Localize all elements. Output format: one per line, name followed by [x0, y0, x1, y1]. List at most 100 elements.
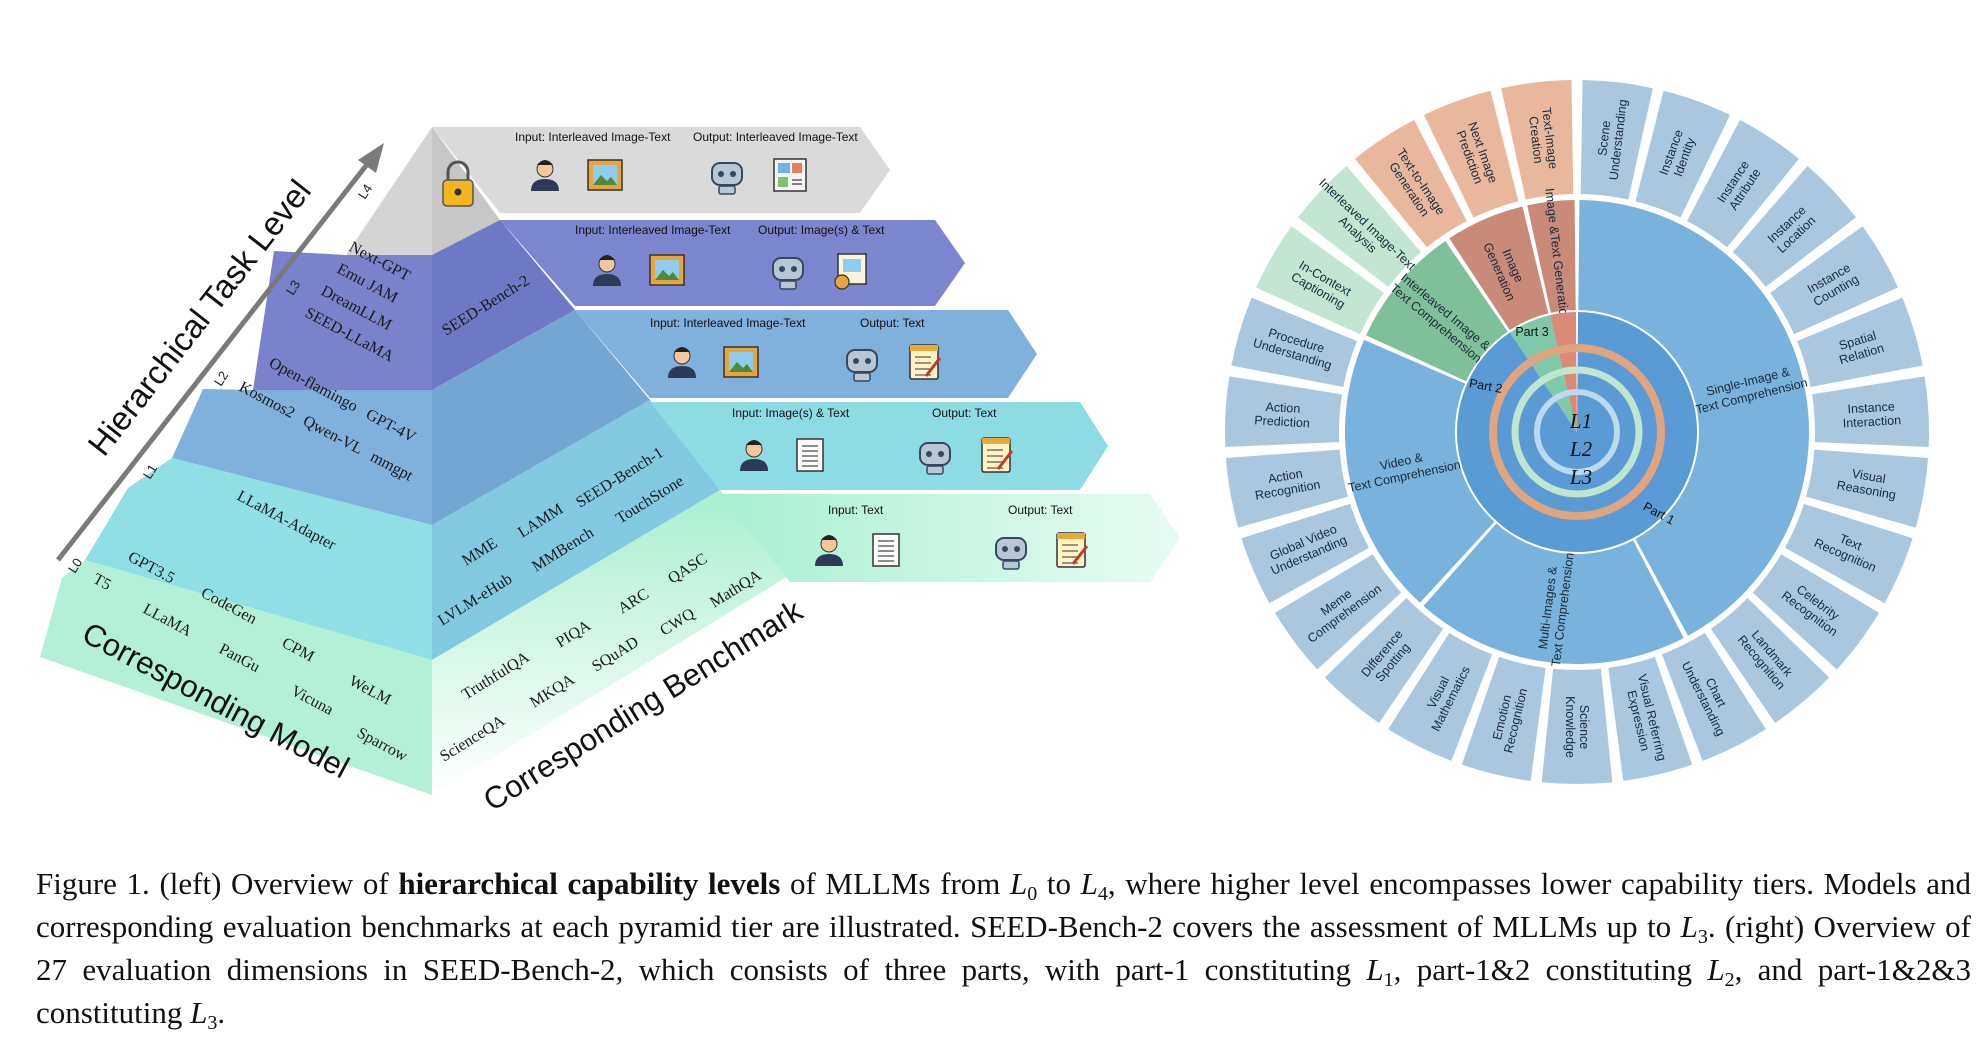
dimension-segment: [1231, 297, 1358, 387]
dimension-segment: [1541, 668, 1613, 784]
image-icon: [723, 346, 759, 378]
dimension-segment: [1388, 632, 1493, 761]
caption-math-l: L: [1366, 952, 1384, 987]
level-label-l2: L2: [211, 368, 231, 388]
caption-fig-label: Figure 1.: [36, 866, 150, 901]
dimension-label: Scene: [1595, 120, 1613, 157]
dimension-segment: [1225, 376, 1342, 447]
caption-text-4: , where higher level encompasses lower c…: [36, 866, 1971, 944]
image-icon: [649, 254, 685, 286]
dimension-segment: [1770, 226, 1898, 335]
io-banner-l3: [500, 220, 965, 306]
caption-text-8: .: [217, 995, 226, 1030]
model-l0-4: T5: [90, 571, 114, 594]
image-icon: [587, 159, 623, 191]
io-input-label: Input: Interleaved Image-Text: [650, 316, 806, 330]
tier-l3-left: [253, 251, 432, 390]
level-label-l3: L3: [283, 277, 303, 297]
document-icon: [796, 438, 824, 472]
part-label: Part 3: [1515, 325, 1548, 339]
user-icon: [815, 535, 843, 566]
dimension-label: Prediction: [1254, 413, 1310, 430]
robot-icon: [995, 537, 1027, 570]
category-segment: [1366, 241, 1508, 382]
dimension-label: Interaction: [1842, 413, 1901, 430]
caption-math-sub: 4: [1097, 883, 1108, 905]
figure-caption: Figure 1. (left) Overview of hierarchica…: [36, 862, 1971, 1034]
category-segment: [1449, 206, 1549, 331]
robot-icon: [919, 442, 951, 475]
center-level-label: L3: [1569, 465, 1592, 489]
caption-math-sub: 2: [1724, 969, 1735, 991]
image-settings-icon: [834, 253, 867, 290]
tier-l1-right: [432, 400, 720, 660]
notepad-icon: [909, 344, 942, 380]
notepad-icon: [1056, 532, 1089, 568]
io-input-label: Input: Image(s) & Text: [732, 406, 850, 420]
dimension-label: Knowledge: [1563, 696, 1577, 758]
tier-l0-left: [40, 560, 432, 795]
caption-text-2: of MLLMs from: [780, 866, 1011, 901]
caption-math-sub: 3: [1697, 926, 1708, 948]
caption-text-6: , part-1&2 constituting: [1393, 952, 1708, 987]
io-banner-l2: [575, 310, 1037, 398]
caption-math-l: L: [1707, 952, 1725, 987]
io-banner-l1: [650, 402, 1108, 490]
level-label-l4: L4: [355, 181, 375, 201]
part-2-sector: [1509, 315, 1577, 432]
dimension-segment: [1297, 165, 1422, 287]
dimension-segment: [1274, 554, 1402, 670]
caption-text-3: to: [1037, 866, 1081, 901]
task-axis-arrow: [56, 156, 374, 562]
dimension-segment: [1796, 297, 1923, 387]
tier-l2-right: [432, 310, 650, 525]
figure-graphic: L4 L3 L2 L1 L0 Hierarchical Task Level C…: [40, 80, 1929, 818]
dimension-label: Instance: [1847, 399, 1895, 416]
caption-text-1: (left) Overview of: [149, 866, 399, 901]
dimension-segment: [1687, 119, 1799, 248]
category-segment: [1423, 523, 1684, 664]
dimension-segment: [1661, 632, 1766, 761]
dimension-segment: [1355, 119, 1467, 248]
l1-ring: [1534, 389, 1620, 475]
dimension-label: Visual: [1851, 467, 1887, 487]
tier-l1-left: [85, 458, 432, 660]
dimension-segment: [1461, 656, 1546, 781]
caption-math-sub: 3: [207, 1012, 218, 1034]
document-icon: [872, 533, 900, 567]
dimension-segment: [1608, 656, 1693, 781]
io-input-label: Input: Interleaved Image-Text: [515, 130, 671, 144]
robot-icon: [711, 162, 743, 195]
capability-pyramid: L4 L3 L2 L1 L0 Hierarchical Task Level C…: [40, 127, 1180, 818]
dimension-segment: [1806, 449, 1929, 528]
notepad-icon: [981, 437, 1014, 473]
user-icon: [668, 347, 696, 378]
center-level-label: L1: [1569, 409, 1592, 433]
dimension-label: Action: [1265, 400, 1301, 416]
tier-l2-left: [172, 389, 432, 525]
task-axis-arrowhead: [358, 143, 384, 173]
dimension-segment: [1752, 554, 1880, 670]
dimension-label: Creation: [1526, 116, 1545, 165]
dimension-segment: [1812, 376, 1929, 447]
tier-l0-right: [432, 490, 790, 795]
user-icon: [593, 255, 621, 286]
level-label-l1: L1: [140, 461, 160, 481]
dimension-label: Science: [1577, 705, 1591, 750]
caption-math-l: L: [1680, 909, 1698, 944]
tier-l3-right: [432, 220, 575, 390]
user-icon: [740, 440, 768, 471]
caption-math-sub: 0: [1027, 883, 1038, 905]
level-label-l0: L0: [65, 555, 85, 575]
dimension-segment: [1732, 165, 1857, 287]
io-banner-l0: [720, 494, 1180, 582]
part-label: Part 2: [1468, 376, 1503, 396]
dimension-segment: [1580, 80, 1653, 200]
caption-bold: hierarchical capability levels: [398, 866, 781, 901]
dimension-segment: [1423, 90, 1519, 218]
dimension-segment: [1256, 226, 1384, 335]
caption-text-7: , and part-1&2&3 constituting: [36, 952, 1971, 1030]
io-input-label: Input: Interleaved Image-Text: [575, 223, 731, 237]
collage-icon: [773, 158, 807, 192]
category-segment: [1345, 339, 1495, 603]
